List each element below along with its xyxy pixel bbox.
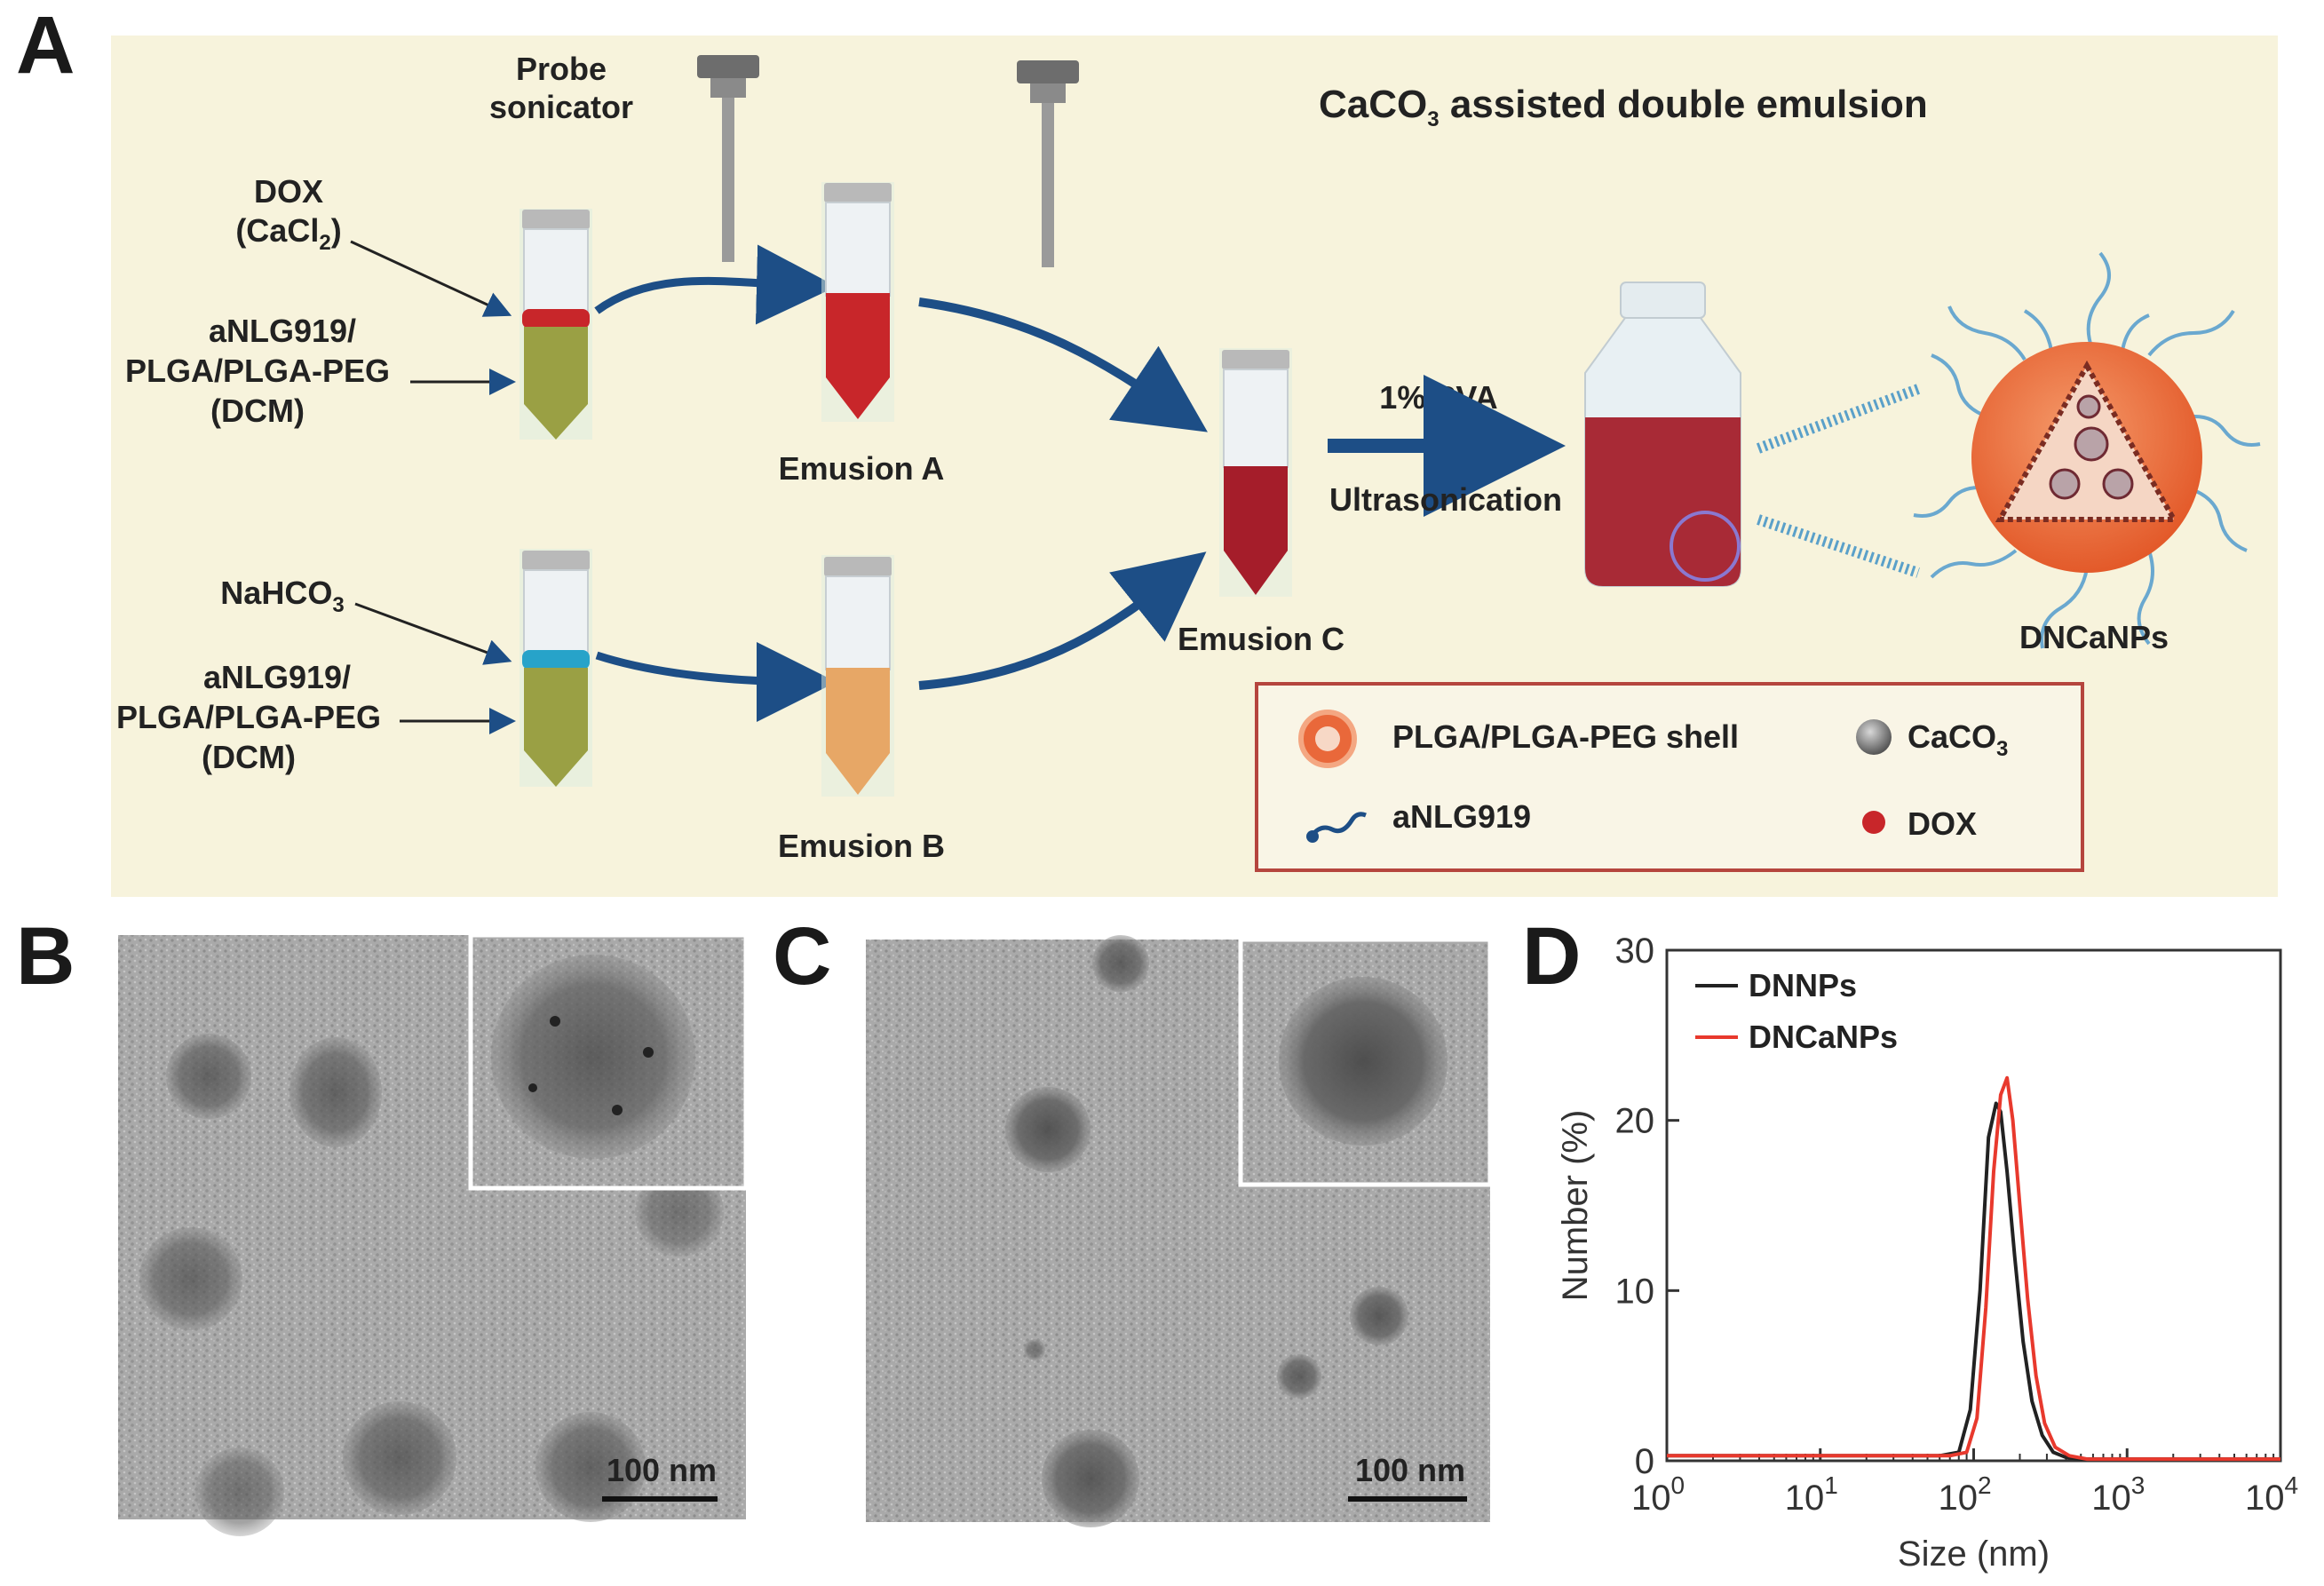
- series-line-dncanps: [1667, 1075, 2280, 1462]
- emulsion-c-tube: [1219, 348, 1292, 597]
- tube-bottom-left: [520, 549, 592, 787]
- x-tick-label: 100: [1631, 1471, 1685, 1518]
- x-tick-label: 102: [1938, 1471, 1991, 1518]
- legend-shell-label: PLGA/PLGA-PEG shell: [1392, 718, 1739, 755]
- probe-sonicator-1: [697, 55, 759, 262]
- nahco3-pointer-arrow: [354, 602, 512, 665]
- vial-bottle: [1584, 282, 1741, 587]
- y-tick-label: 20: [1615, 1102, 1655, 1141]
- arrow-a-to-c: [918, 297, 1208, 432]
- arrow-to-emulsion-b: [595, 641, 837, 722]
- organic-top-line2: PLGA/PLGA-PEG: [125, 353, 390, 389]
- arrow-b-to-c: [918, 551, 1207, 690]
- emulsion-a-label: Emusion A: [779, 450, 945, 487]
- probe-sonicator-label-line1: Probe: [516, 51, 607, 87]
- probe-sonicator-2: [1017, 60, 1079, 267]
- legend-label-dncanps: DNCaNPs: [1749, 1019, 1898, 1055]
- emulsion-a-tube: [821, 182, 894, 422]
- organic-top-line3: (DCM): [210, 393, 305, 429]
- y-tick-label: 30: [1615, 932, 1655, 971]
- scale-bar-c-label: 100 nm: [1355, 1452, 1465, 1488]
- x-tick-label: 104: [2245, 1471, 2298, 1518]
- legend-dox-label: DOX: [1908, 805, 1977, 842]
- organic-bottom-line1: aNLG919/: [203, 659, 351, 695]
- emulsion-b-label: Emusion B: [778, 828, 945, 864]
- anlg919-legend-icon: [1311, 812, 1367, 837]
- organic-top-line1: aNLG919/: [209, 313, 356, 349]
- pva-label: 1% PVA: [1379, 379, 1497, 416]
- emulsion-c-label: Emusion C: [1178, 621, 1344, 657]
- legend-anlg919-label: aNLG919: [1392, 798, 1531, 835]
- y-axis-title: Number (%): [1556, 1110, 1595, 1302]
- y-tick-label: 0: [1635, 1442, 1654, 1481]
- ultrasonication-label: Ultrasonication: [1329, 481, 1562, 518]
- dox-label-line1: DOX: [254, 173, 323, 210]
- dncanps-product-label: DNCaNPs: [2019, 619, 2169, 655]
- y-tick-label: 10: [1615, 1272, 1655, 1311]
- legend-label-dnnps: DNNPs: [1749, 967, 1857, 1003]
- dox-label-line2: (CaCl2): [235, 212, 341, 255]
- arrow-to-emulsion-a: [594, 244, 837, 325]
- organic-bottom-line3: (DCM): [202, 739, 296, 775]
- tem-image-b: [118, 932, 749, 1536]
- dox-pointer-arrow: [350, 240, 512, 317]
- tem-image-c: [866, 935, 1493, 1527]
- x-tick-label: 101: [1785, 1471, 1838, 1518]
- scale-bar-b-label: 100 nm: [607, 1452, 717, 1488]
- emulsion-b-tube: [821, 555, 894, 797]
- series-line-dnnps: [1667, 1101, 2280, 1462]
- panel-a-letter: A: [16, 0, 75, 91]
- dox-legend-icon: [1862, 811, 1885, 834]
- legend-caco3-label: CaCO3: [1908, 718, 2008, 761]
- panel-c-letter: C: [773, 911, 831, 1002]
- nahco3-label: NaHCO3: [220, 575, 344, 617]
- tube-top-left: [520, 209, 592, 440]
- schematic-legend: PLGA/PLGA-PEG shell CaCO3 aNLG919 DOX: [1255, 682, 2084, 872]
- panel-b-letter: B: [16, 911, 75, 1002]
- caco3-legend-icon: [1856, 719, 1892, 755]
- organic-bottom-line2: PLGA/PLGA-PEG: [116, 699, 381, 735]
- schematic-title: CaCO3 assisted double emulsion: [1319, 83, 1928, 131]
- x-axis-title: Size (nm): [1898, 1534, 2050, 1574]
- panel-d-letter: D: [1522, 911, 1581, 1002]
- dncanp-nanoparticle: [1913, 251, 2261, 649]
- x-tick-label: 103: [2091, 1471, 2145, 1518]
- probe-sonicator-label-line2: sonicator: [489, 89, 633, 125]
